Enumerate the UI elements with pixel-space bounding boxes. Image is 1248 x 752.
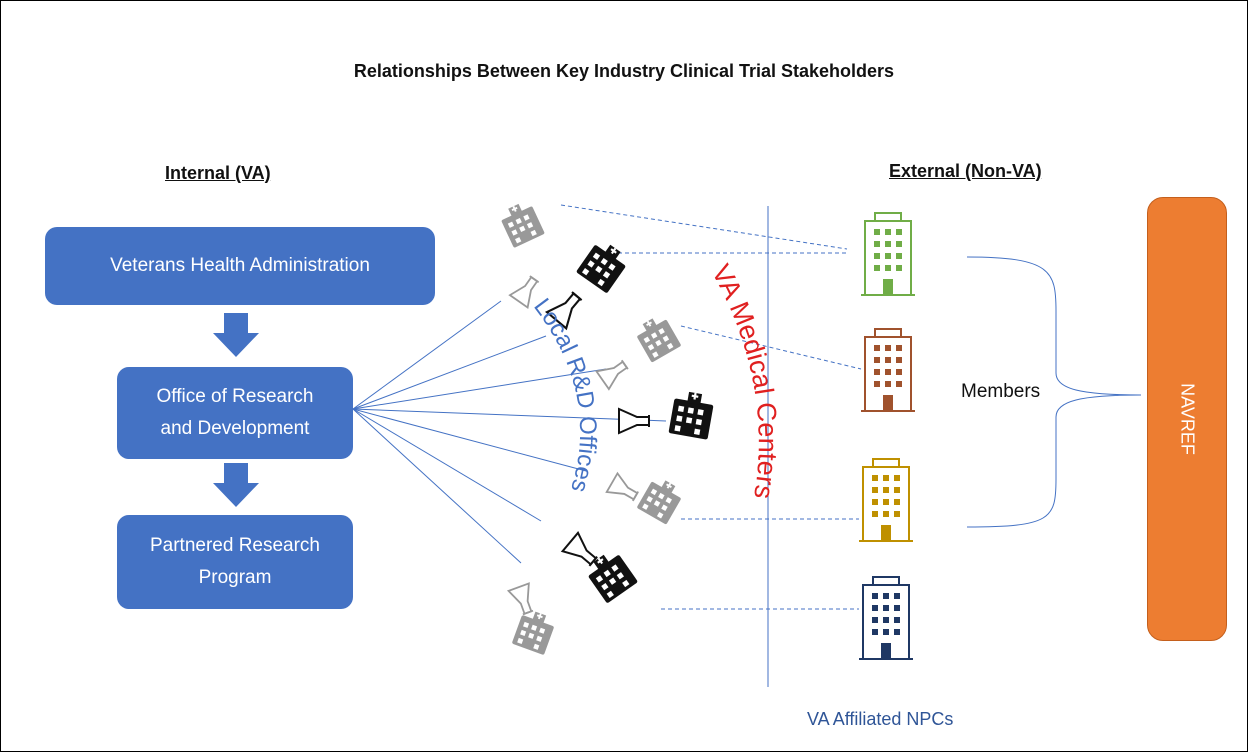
down-arrow-icon bbox=[213, 313, 259, 357]
box-partnered-research-program: Partnered Research Program bbox=[117, 515, 353, 609]
navref-box: NAVREF bbox=[1147, 197, 1227, 641]
hospital-icon bbox=[605, 472, 686, 525]
internal-heading: Internal (VA) bbox=[165, 163, 271, 183]
va-affiliated-npcs-label: VA Affiliated NPCs bbox=[807, 709, 954, 729]
office-building-icon bbox=[861, 212, 915, 296]
office-building-icon bbox=[859, 458, 913, 542]
box-veterans-health-administration: Veterans Health Administration bbox=[45, 227, 435, 305]
hospital-icon bbox=[618, 389, 716, 440]
va-medical-centers-label: VA Medical Centers bbox=[706, 260, 783, 502]
hospital-icon bbox=[497, 199, 545, 309]
office-building-icon bbox=[861, 328, 915, 412]
down-arrow-icon bbox=[213, 463, 259, 507]
box-office-of-research: Office of Research and Development bbox=[117, 367, 353, 459]
members-label: Members bbox=[961, 381, 1041, 402]
hospital-icon bbox=[561, 531, 639, 604]
office-building-icon bbox=[859, 576, 913, 660]
navref-label: NAVREF bbox=[1177, 383, 1198, 455]
hospital-icon bbox=[595, 312, 682, 390]
diagram-title: Relationships Between Key Industry Clini… bbox=[353, 61, 895, 81]
hospital-icon bbox=[507, 582, 557, 656]
external-heading: External (Non-VA) bbox=[889, 161, 1042, 181]
